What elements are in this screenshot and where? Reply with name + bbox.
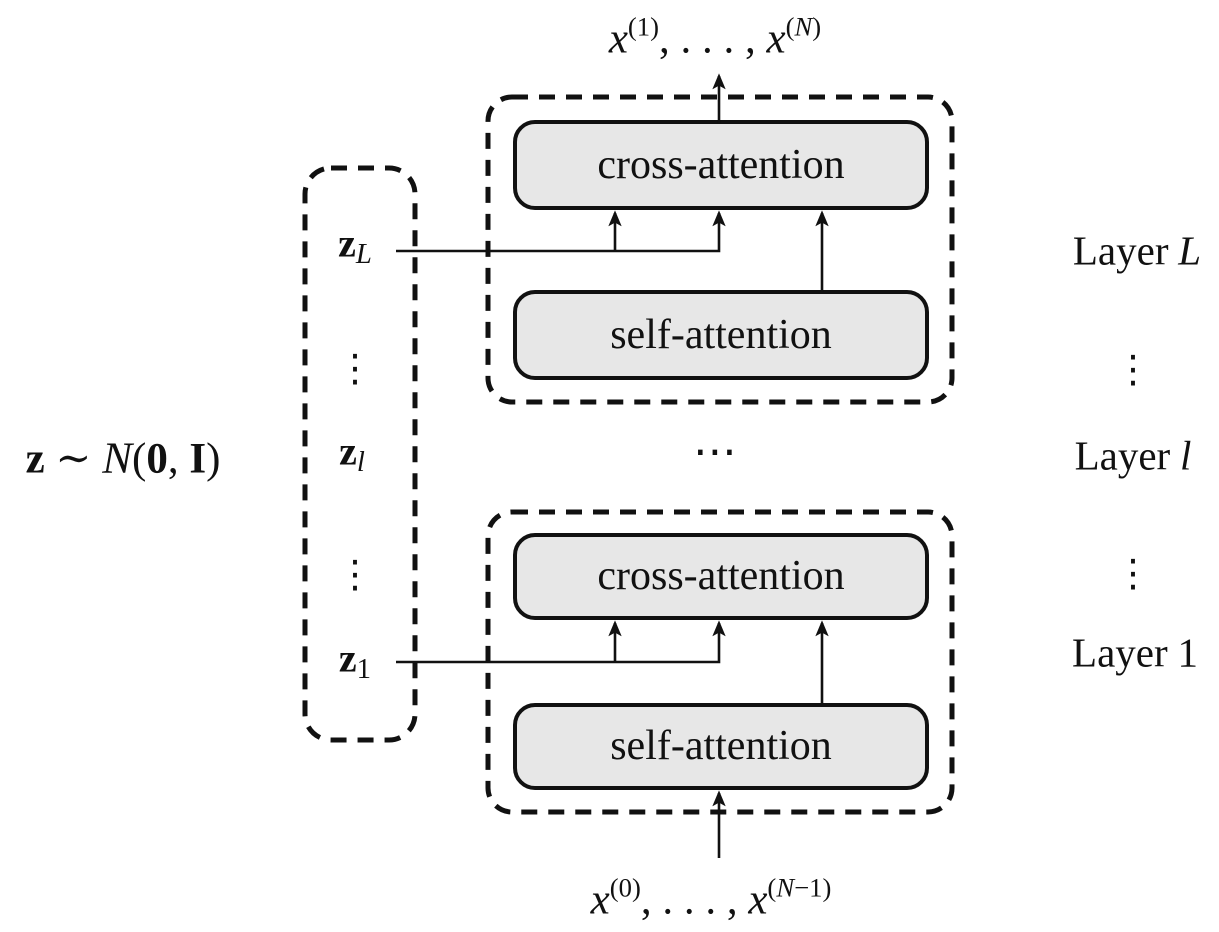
prior-identity: I [189,435,207,483]
input-xN1-sup-open: ( [767,872,777,903]
layer-L-self-attention-label: self-attention [610,312,832,358]
z-l-base: z [339,428,357,474]
prior-sim: ∼ [44,435,103,483]
z-L-to-cross-attention-arrow [396,210,726,253]
z-l-subscript: l [356,445,365,478]
latent-prior-label: z ∼ N(0, I) [25,432,221,483]
prior-paren-open: ( [132,435,147,483]
layer-L-dashed-box [485,94,955,405]
prior-zero: 0 [146,435,168,483]
layer-1-self-attention-box [513,703,929,790]
prior-paren-close: ) [206,435,221,483]
latent-z-1-label: z1 [339,638,371,683]
output-ellipsis: , . . . , [659,15,767,63]
output-x1-base: x [608,15,628,63]
input-tokens-label: x(0), . . . , x(N−1) [590,872,832,924]
layer-1-self-attention-label: self-attention [610,723,832,769]
layer-1-var: 1 [1177,629,1198,676]
input-xN1-base: x [748,876,768,924]
output-x1-sup: (1) [627,11,660,42]
prior-normal-symbol: N [102,432,133,483]
layer-L-cross-attention-label: cross-attention [597,142,845,188]
latent-vdots-lower: ⋮ [336,552,374,596]
latent-z-L-label: zL [338,223,372,268]
z-1-to-cross-attention-arrow [396,620,726,664]
layer-L-self-attention-box [513,290,929,380]
latent-vdots-upper: ⋮ [336,346,374,390]
prior-z: z [25,435,45,483]
z-L-base: z [338,220,356,266]
input-xN1-sup-minus1: −1 [794,872,823,903]
layer-vdots-lower: ⋮ [1114,551,1152,595]
layer-L-cross-attention-box [513,120,929,210]
layer-l-prefix: Layer [1074,432,1171,479]
input-xN1-sup: (N−1) [767,873,831,903]
z-1-base: z [338,635,357,681]
output-tokens-label: x(1), . . . , x(N) [608,11,822,63]
layer-L-prefix: Layer [1072,227,1169,274]
output-xN-sup: (N) [786,12,822,42]
output-xN-sup-var: N [794,11,813,42]
middle-layers-ellipsis: ⋯ [693,426,741,477]
layer-1-prefix: Layer [1072,629,1168,676]
z-1-subscript: 1 [356,652,372,685]
output-xN-base: x [766,15,786,63]
input-xN1-sup-close: ) [822,872,832,903]
z-L-subscript: L [355,237,372,270]
output-xN-sup-open: ( [785,11,795,42]
input-ellipsis: , . . . , [640,876,749,924]
latent-column-dashed-box [302,165,418,743]
input-xN1-sup-var: N [776,872,795,903]
layer-vdots-upper: ⋮ [1114,347,1152,391]
layer-1-cross-attention-label: cross-attention [597,553,845,599]
input-x0-sup: (0) [609,872,641,903]
input-x0-base: x [590,876,610,924]
latent-z-l-label: zl [339,431,365,476]
layer-L-var: L [1178,227,1202,274]
prior-comma: , [167,435,190,483]
layer-1-cross-attention-box [513,533,929,620]
layer-l-var: l [1180,432,1192,479]
output-xN-sup-close: ) [812,11,822,42]
